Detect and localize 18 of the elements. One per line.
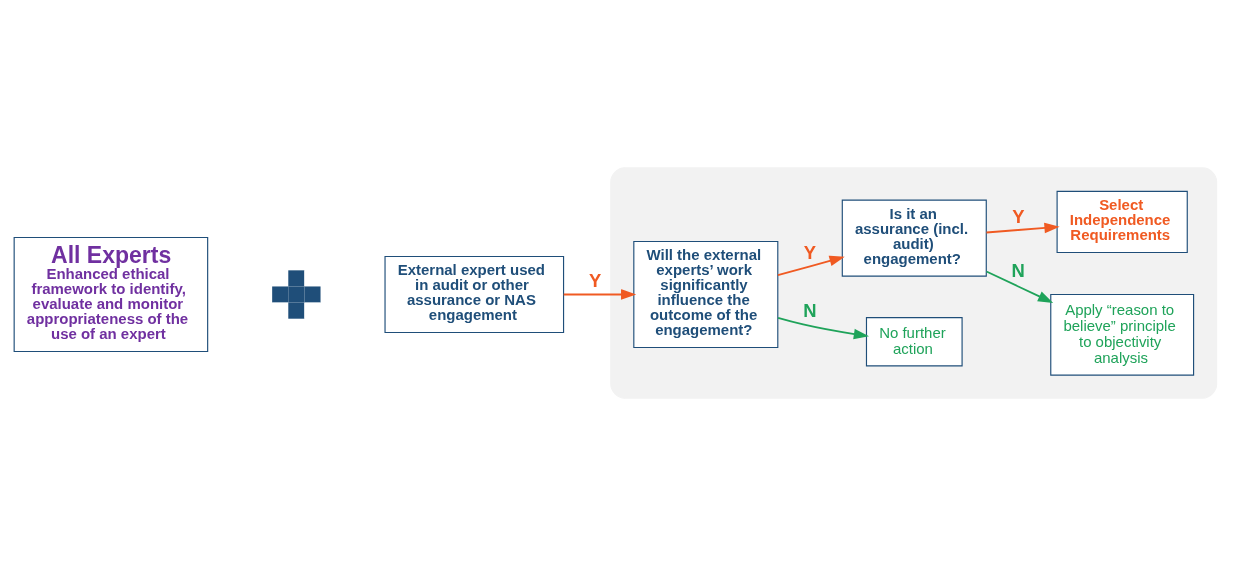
arrow — [985, 222, 1060, 233]
node-box: Apply “reason to believe” principle to objectivity analysis — [1050, 293, 1195, 376]
edge-label: N — [1011, 259, 1025, 281]
cluster — [610, 166, 1218, 399]
arrow — [562, 288, 637, 300]
edge-label: N — [803, 299, 817, 321]
edge-label: Y — [588, 269, 602, 291]
node-box: Will the external experts’ work significantly influence the outcome of the engagement? — [633, 240, 779, 348]
node-box: No further action — [865, 316, 963, 366]
node-box: External expert used in audit or other assurance or NAS engagement — [384, 255, 565, 333]
arrow — [777, 255, 845, 276]
arrow — [985, 270, 1054, 303]
edge-label: Y — [1012, 205, 1025, 227]
arrow — [777, 316, 869, 339]
node-box: Select Independence Requirements — [1056, 190, 1188, 253]
node-box: All Experts Enhanced ethical framework to identify, evaluate and monitor appropriateness of the use of an expert — [13, 236, 209, 352]
node-box: Is it an assurance (incl. audit) engagement? — [841, 199, 987, 277]
edge-label: Y — [803, 241, 816, 263]
